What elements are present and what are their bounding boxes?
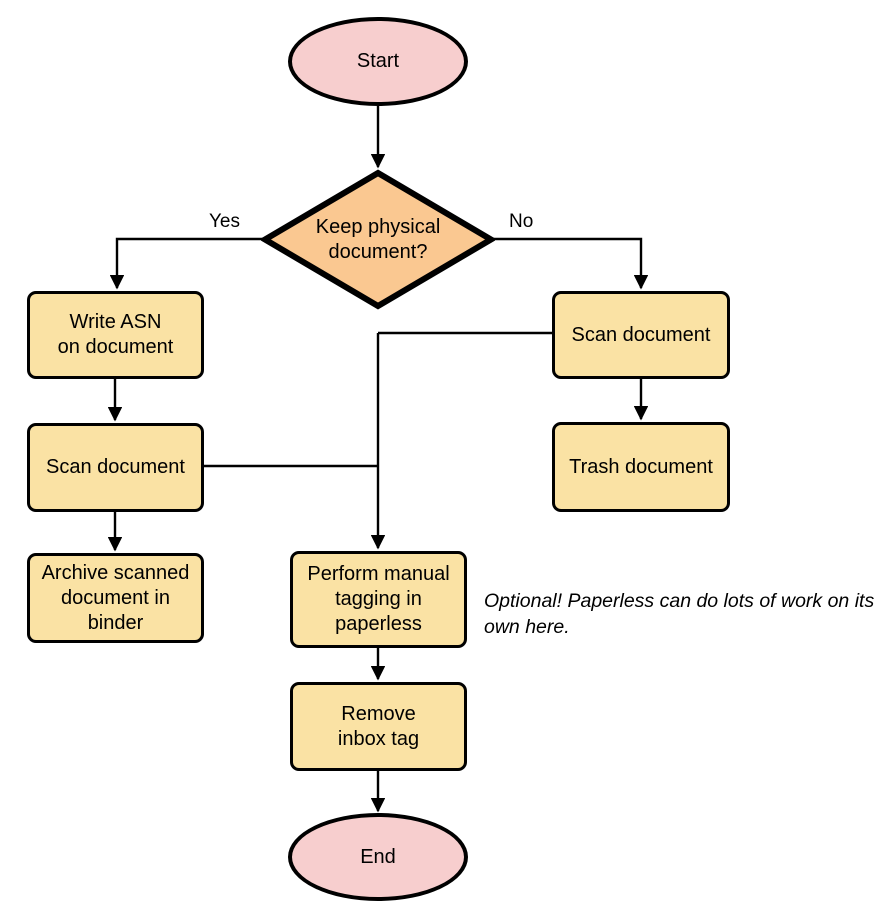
edge-decision-yes (109, 237, 263, 290)
node-write-asn-on-document[interactable]: Write ASN on document (27, 291, 204, 379)
edge-label-yes: Yes (209, 211, 240, 232)
edge-label-no: No (509, 211, 534, 232)
node-remove-inbox-tag-label: Remove inbox tag (337, 702, 420, 750)
node-end[interactable]: End (288, 813, 468, 901)
node-scan-document-left[interactable]: Scan document (27, 423, 204, 512)
node-scan-document-right[interactable]: Scan document (552, 291, 730, 379)
node-perform-manual-tagging-label: Perform manual tagging in paperless (307, 563, 450, 635)
node-remove-inbox-tag[interactable]: Remove inbox tag (290, 682, 467, 771)
diamond-shape (261, 169, 495, 310)
node-start-label: Start (356, 50, 400, 72)
annotation-optional-note: Optional! Paperless can do lots of work … (484, 590, 875, 638)
node-write-asn-label: Write ASN on document (57, 311, 174, 358)
node-perform-manual-tagging[interactable]: Perform manual tagging in paperless (290, 551, 467, 648)
node-archive-label: Archive scanned document in binder (41, 561, 190, 634)
node-archive-scanned-document[interactable]: Archive scanned document in binder (27, 553, 204, 643)
node-start[interactable]: Start (288, 17, 468, 106)
node-decision-keep-physical-document[interactable]: Keep physical document? (261, 169, 495, 310)
node-trash-document[interactable]: Trash document (552, 422, 730, 512)
node-scan-document-right-label: Scan document (571, 323, 711, 346)
edge-decision-no (493, 237, 649, 290)
node-scan-document-left-label: Scan document (46, 456, 185, 478)
node-trash-document-label: Trash document (569, 455, 713, 478)
node-end-label: End (360, 845, 396, 868)
node-decision-label: Keep physical document? (315, 215, 441, 263)
